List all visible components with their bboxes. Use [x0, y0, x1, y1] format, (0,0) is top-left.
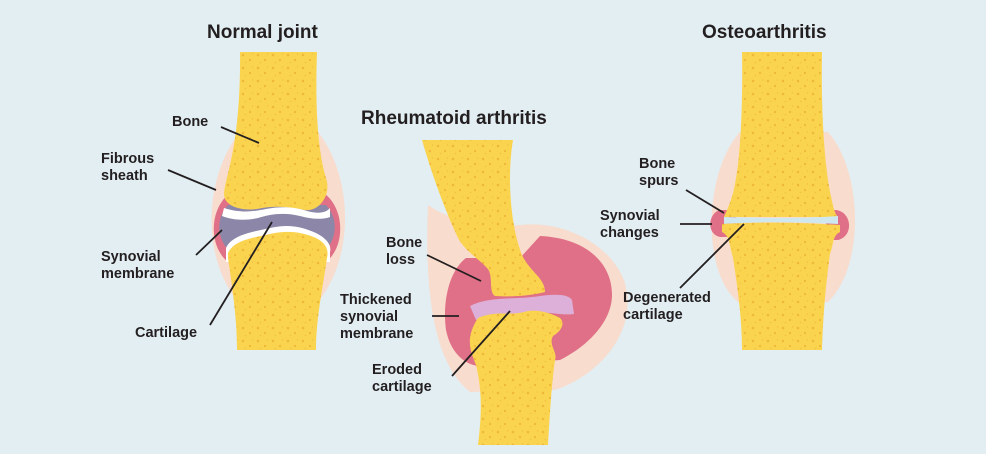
thickened-synovial-membrane-label: Thickened synovial membrane: [340, 292, 414, 342]
rheumatoid-joint-illustration: [422, 140, 628, 445]
ra-lower-bone: [469, 310, 563, 445]
osteoarthritis-title: Osteoarthritis: [702, 22, 827, 43]
bone-spurs-leader-line: [685, 189, 725, 214]
degenerated-cartilage-label: Degenerated cartilage: [623, 290, 711, 323]
synovial-changes-label: Synovial changes: [600, 208, 660, 241]
oa-lower-bone: [722, 222, 840, 350]
ra-upper-bone: [422, 140, 545, 297]
fibrous-sheath-label: Fibrous sheath: [101, 151, 155, 184]
fibrous-sheath-leader-line: [167, 169, 217, 191]
bone-loss-label: Bone loss: [386, 235, 423, 268]
bone-loss-leader-line: [426, 254, 482, 282]
leader-lines: [167, 126, 745, 377]
bone-spurs-label: Bone spurs: [639, 156, 679, 189]
normal-lower-bone: [228, 231, 328, 350]
synovial-membrane-leader-line: [195, 229, 223, 256]
cartilage-label: Cartilage: [135, 325, 198, 341]
cartilage-leader-line: [209, 221, 273, 326]
normal-upper-bone: [224, 52, 328, 211]
oa-degenerated-cartilage: [724, 216, 838, 224]
eroded-cartilage-label: Eroded cartilage: [372, 362, 432, 395]
normal-upper-cartilage: [222, 207, 330, 220]
normal-joint-title: Normal joint: [207, 22, 318, 43]
oa-upper-bone: [724, 52, 838, 217]
degenerated-cartilage-leader-line: [679, 223, 745, 289]
synovial-membrane-label: Synovial membrane: [101, 249, 175, 282]
normal-joint-illustration: [211, 52, 346, 350]
eroded-cartilage-leader-line: [451, 310, 511, 377]
rheumatoid-arthritis-title: Rheumatoid arthritis: [361, 108, 547, 129]
bone-leader-line: [220, 126, 260, 144]
osteoarthritis-joint-illustration: [710, 52, 856, 350]
bone-label: Bone: [172, 114, 209, 130]
